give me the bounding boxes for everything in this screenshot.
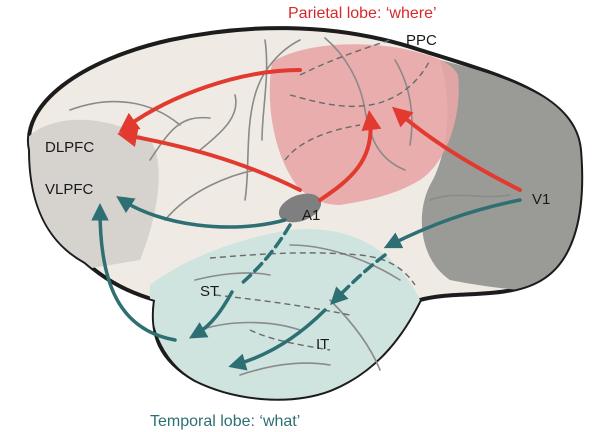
temporal-title: Temporal lobe: ‘what’: [150, 413, 300, 430]
occipital-region: [421, 60, 582, 292]
arrow-ppc-to-dlpfc-upper: [118, 68, 302, 133]
v1-label: V1: [532, 191, 550, 208]
temporal-region: [149, 229, 420, 399]
arrow-a1-to-st: [238, 223, 292, 287]
arrow-v1-to-it-mid: [330, 253, 387, 305]
dlpfc-label: DLPFC: [45, 139, 94, 156]
arrow-a1-to-dlpfc: [117, 127, 302, 192]
prefrontal-region: [28, 119, 159, 270]
arrow-v1-to-ppc: [391, 106, 522, 192]
ppc-label: PPC: [406, 32, 437, 49]
dorsal-stream-arrows: [117, 68, 522, 202]
arrow-it-to-vlpfc: [91, 203, 177, 342]
sulci: [69, 37, 511, 376]
vlpfc-label: VLPFC: [45, 181, 94, 198]
arrow-it-to-temporal: [228, 308, 327, 371]
arrow-a1-to-ppc: [318, 110, 382, 202]
it-label: IT: [316, 336, 329, 353]
ventral-stream-arrows: [91, 196, 522, 371]
arrow-v1-to-it-upper: [383, 198, 522, 249]
parietal-title: Parietal lobe: ‘where’: [288, 5, 437, 22]
st-label: ST: [200, 283, 219, 300]
a1-region: [278, 193, 322, 223]
arrow-st-to-temporal: [188, 290, 234, 339]
arrow-a1-to-vlpfc: [116, 196, 287, 229]
a1-label: A1: [302, 207, 320, 224]
